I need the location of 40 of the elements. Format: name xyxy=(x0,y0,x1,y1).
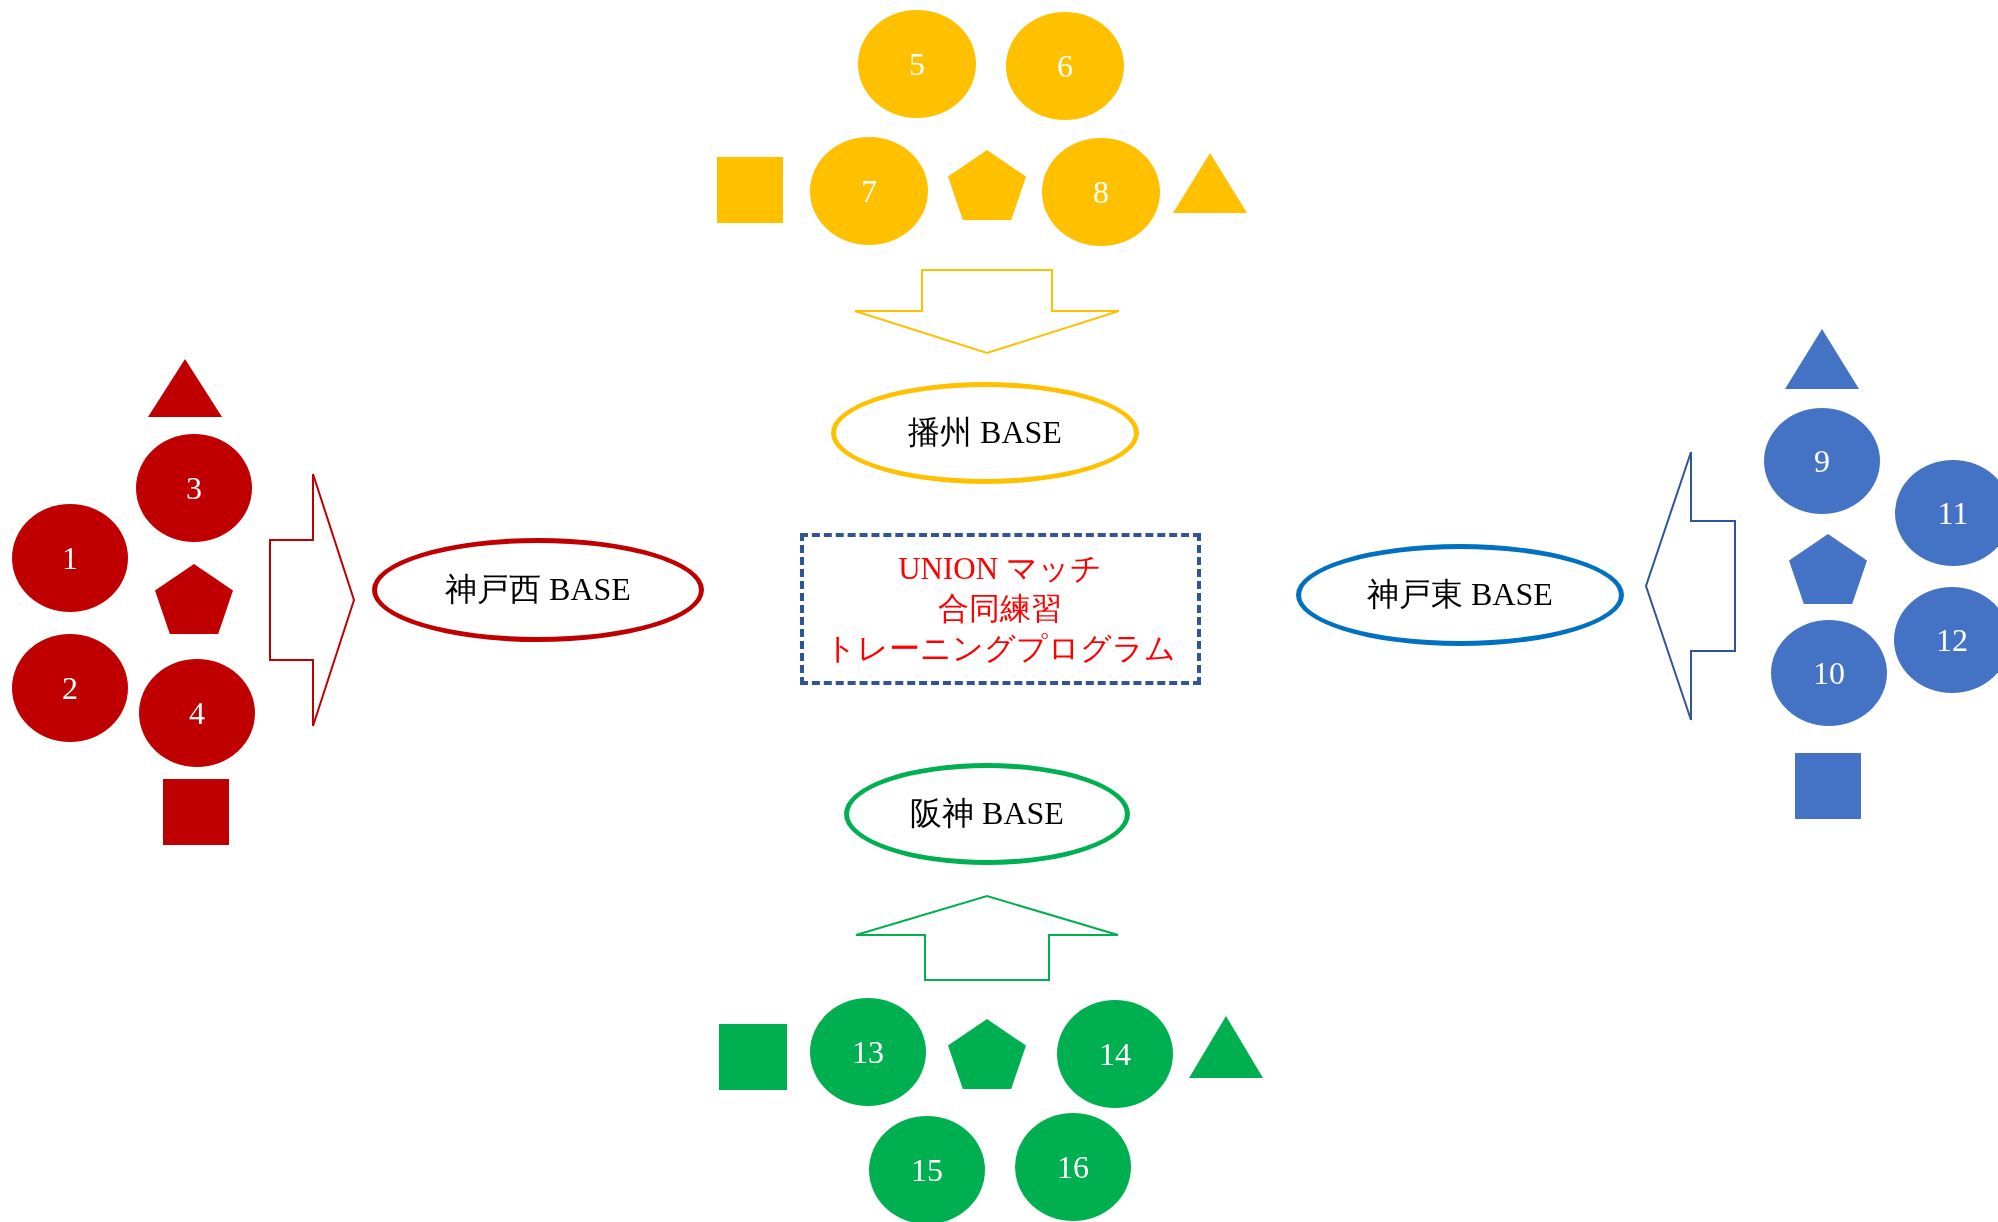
triangle-shape xyxy=(148,359,222,417)
title-text: UNION マッチ xyxy=(898,550,1102,588)
pentagon-shape xyxy=(948,1019,1026,1089)
pentagon-shape xyxy=(948,150,1026,220)
square-shape xyxy=(163,779,229,845)
number-circle: 5 xyxy=(858,10,976,118)
number-circle: 7 xyxy=(810,137,928,245)
square-shape xyxy=(1795,753,1861,819)
block-arrow xyxy=(1644,451,1736,721)
square-shape xyxy=(717,157,783,223)
base-ellipse: 神戸東 BASE xyxy=(1296,544,1624,646)
number-circle: 1 xyxy=(12,504,128,612)
number-circle: 15 xyxy=(869,1116,985,1222)
number-circle: 13 xyxy=(810,998,926,1106)
triangle-shape xyxy=(1173,153,1247,213)
triangle-shape xyxy=(1785,329,1859,389)
number-circle: 8 xyxy=(1042,138,1160,246)
triangle-shape xyxy=(1189,1016,1263,1078)
block-arrow xyxy=(269,473,356,727)
title-text: 合同練習 xyxy=(938,590,1062,628)
pentagon-shape xyxy=(155,564,233,634)
number-circle: 14 xyxy=(1057,1000,1173,1108)
square-shape xyxy=(719,1024,787,1090)
base-ellipse: 神戸西 BASE xyxy=(372,538,704,642)
dashed-box xyxy=(799,533,1201,685)
block-arrow xyxy=(854,269,1120,355)
number-circle: 6 xyxy=(1006,12,1124,120)
number-circle: 9 xyxy=(1764,408,1880,514)
number-circle: 12 xyxy=(1894,587,1998,693)
number-circle: 4 xyxy=(139,659,255,767)
block-arrow xyxy=(855,894,1119,981)
base-ellipse: 阪神 BASE xyxy=(844,763,1130,865)
number-circle: 3 xyxy=(136,434,252,542)
base-ellipse: 播州 BASE xyxy=(831,382,1139,484)
number-circle: 16 xyxy=(1015,1113,1131,1221)
title-text: トレーニングプログラム xyxy=(824,630,1176,668)
pentagon-shape xyxy=(1789,534,1867,604)
number-circle: 2 xyxy=(12,634,128,742)
number-circle: 11 xyxy=(1895,460,1998,566)
number-circle: 10 xyxy=(1771,620,1887,726)
